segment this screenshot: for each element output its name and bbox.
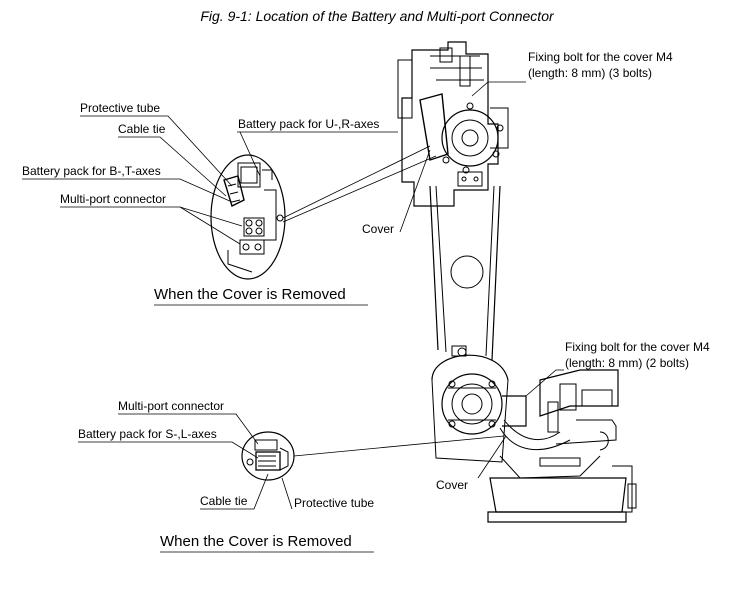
label-protective-tube-lower: Protective tube <box>294 496 375 510</box>
label-bolt-upper-2: (length: 8 mm) (3 bolts) <box>528 66 653 80</box>
label-cover-lower: Cover <box>436 478 469 492</box>
lower-detail-view <box>241 431 295 481</box>
label-bolt-lower-2: (length: 8 mm) (2 bolts) <box>565 356 690 370</box>
label-multiport-upper: Multi-port connector <box>60 192 167 206</box>
caption-underlines <box>154 304 374 553</box>
figure-title: Fig. 9-1: Location of the Battery and Mu… <box>200 8 554 24</box>
leader-lines <box>22 81 564 510</box>
label-battery-sl: Battery pack for S-,L-axes <box>78 427 217 441</box>
robot-body <box>397 41 637 523</box>
label-battery-bt: Battery pack for B-,T-axes <box>22 164 161 178</box>
caption-lower: When the Cover is Removed <box>160 533 352 550</box>
label-cable-tie-lower: Cable tie <box>200 494 248 508</box>
upper-detail-view <box>210 154 286 280</box>
label-cover-upper: Cover <box>362 222 395 236</box>
label-battery-ur: Battery pack for U-,R-axes <box>238 117 380 131</box>
label-multiport-lower: Multi-port connector <box>118 399 225 413</box>
label-protective-tube-upper: Protective tube <box>80 101 161 115</box>
label-bolt-lower-1: Fixing bolt for the cover M4 <box>565 340 710 354</box>
label-cable-tie-upper: Cable tie <box>118 122 166 136</box>
caption-upper: When the Cover is Removed <box>154 286 346 303</box>
label-bolt-upper-1: Fixing bolt for the cover M4 <box>528 50 673 64</box>
